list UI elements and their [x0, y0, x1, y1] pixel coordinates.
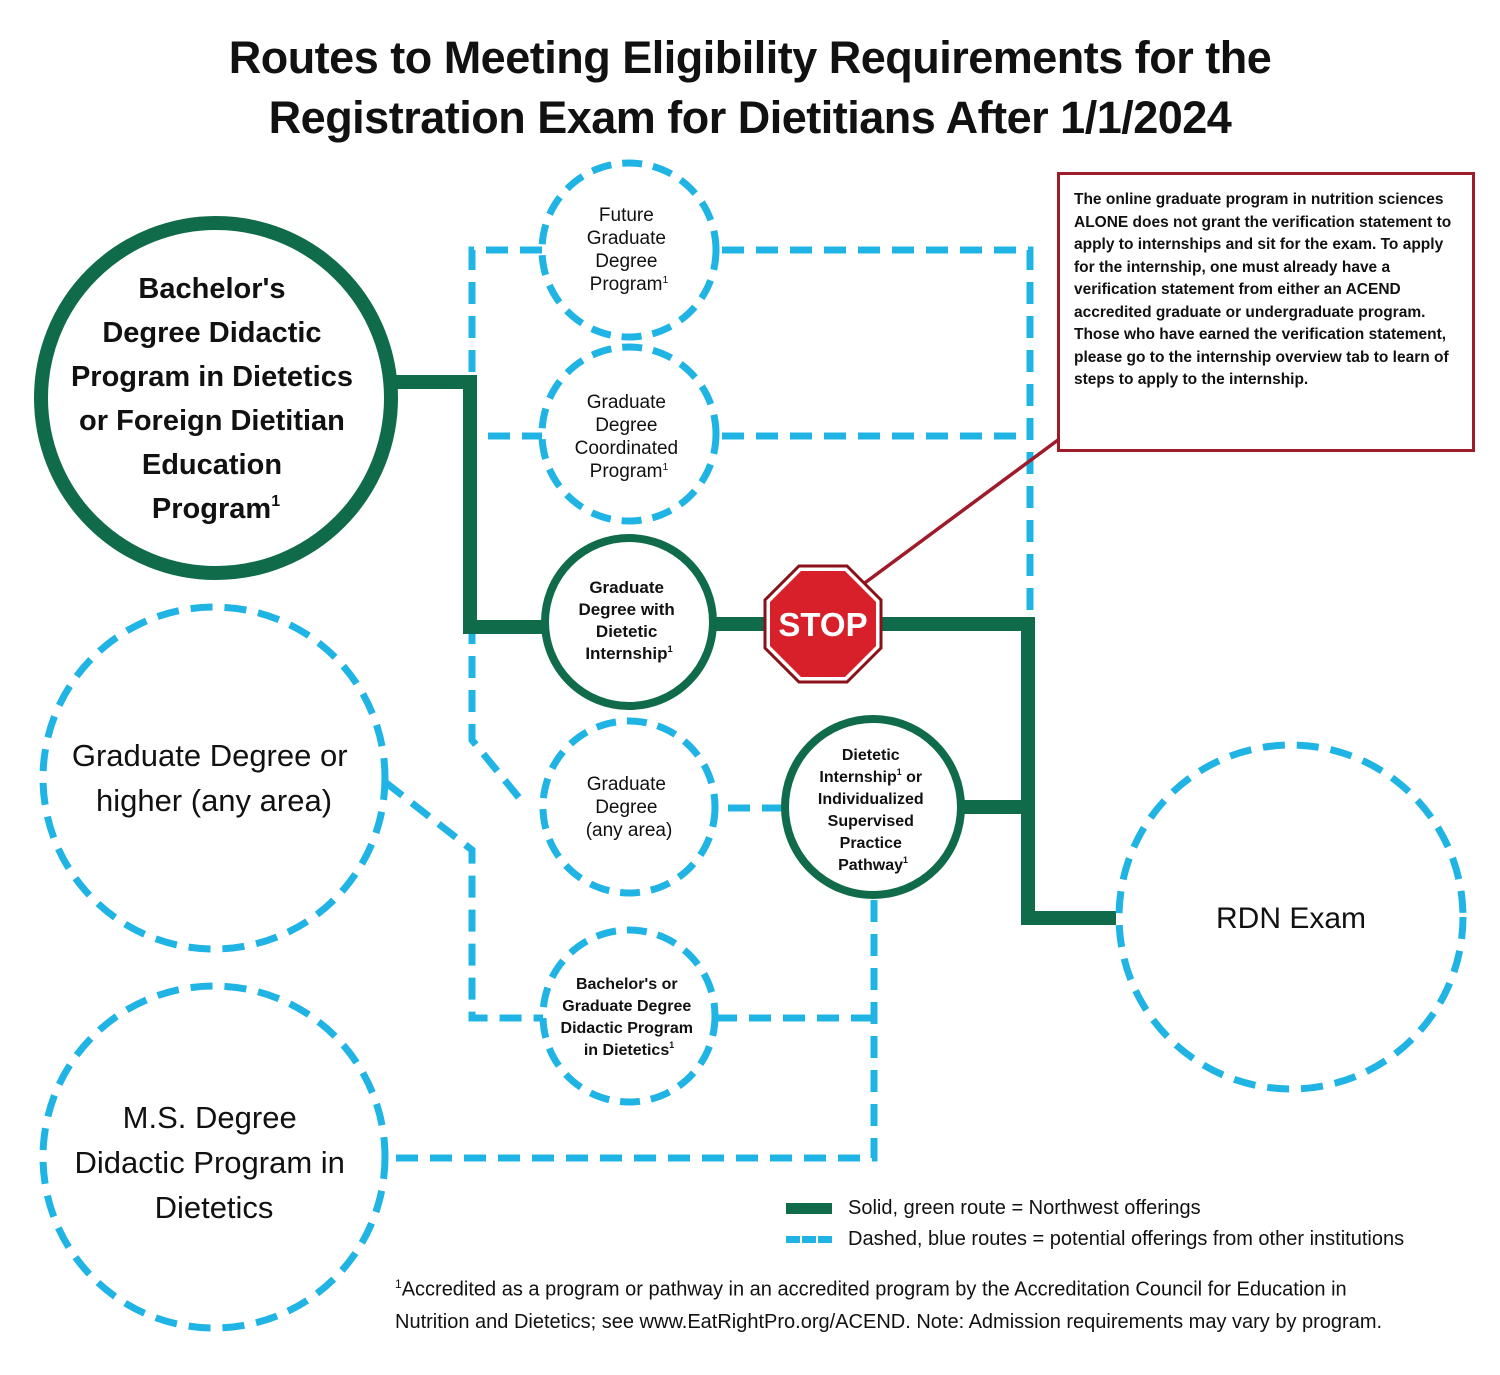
grad-any-mid-circle — [539, 717, 719, 897]
legend-solid: Solid, green route = Northwest offerings — [786, 1193, 1404, 1224]
grad-coord-label: Graduate Degree Coordinated Program1 — [575, 392, 684, 482]
stop-sign: STOP — [763, 564, 883, 684]
legend-dashed-swatch — [786, 1236, 832, 1243]
legend: Solid, green route = Northwest offerings… — [786, 1193, 1404, 1255]
di-isp-label: Dietetic Internship1 or Individualized S… — [818, 747, 928, 874]
page-title: Routes to Meeting Eligibility Requiremen… — [0, 28, 1500, 148]
footnote-line-2: Nutrition and Dietetics; see www.EatRigh… — [395, 1310, 1383, 1333]
grad-internship-label: Graduate Degree with Dietetic Internship… — [578, 578, 679, 663]
legend-solid-swatch — [786, 1203, 832, 1214]
route-di-down — [385, 900, 878, 1162]
callout-line — [860, 438, 1060, 587]
title-line-2: Registration Exam for Dietitians After 1… — [268, 92, 1232, 143]
legend-solid-label: Solid, green route = Northwest offerings — [848, 1197, 1201, 1219]
route-future-right — [722, 246, 1034, 615]
ms-didactic-circle — [39, 982, 389, 1332]
footnote-marker: 1 — [395, 1277, 402, 1291]
ms-didactic-label: M.S. Degree Didactic Program in Dietetic… — [74, 1100, 353, 1225]
bachelors-label: Bachelor's Degree Didactic Program in Di… — [71, 273, 361, 525]
footnote: 1Accredited as a program or pathway in a… — [395, 1268, 1475, 1338]
verification-note-text: The online graduate program in nutrition… — [1074, 191, 1452, 388]
grad-any-mid-label: Graduate Degree (any area) — [586, 774, 673, 841]
footnote-line-1: 1Accredited as a program or pathway in a… — [395, 1277, 1347, 1301]
verification-note: The online graduate program in nutrition… — [1057, 172, 1475, 452]
route-left-grad-to-didactic — [382, 779, 545, 1022]
bach-or-grad-didactic-circle — [539, 926, 719, 1106]
future-grad-circle — [538, 159, 720, 341]
di-isp-circle — [781, 715, 965, 899]
stop-octagon-inner — [770, 571, 876, 677]
bach-or-grad-didactic-label: Bachelor's or Graduate Degree Didactic P… — [561, 976, 698, 1059]
grad-coord-circle — [538, 343, 720, 525]
bachelors-circle — [34, 216, 398, 580]
legend-dashed-label: Dashed, blue routes = potential offering… — [848, 1228, 1405, 1250]
grad-any-left-label: Graduate Degree or higher (any area) — [72, 738, 356, 818]
stop-label: STOP — [778, 606, 867, 643]
grad-any-left-circle — [39, 603, 389, 953]
title-line-1: Routes to Meeting Eligibility Requiremen… — [228, 32, 1272, 83]
legend-dashed: Dashed, blue routes = potential offering… — [786, 1224, 1404, 1255]
rdn-exam-circle — [1115, 741, 1467, 1093]
route-bachelors-to-internship — [390, 375, 545, 634]
route-future-left — [468, 246, 542, 808]
future-grad-label: Future Graduate Degree Program1 — [587, 205, 672, 295]
rdn-exam-label: RDN Exam — [1216, 902, 1366, 935]
grad-internship-circle — [541, 534, 717, 710]
solid-route — [390, 375, 1116, 925]
